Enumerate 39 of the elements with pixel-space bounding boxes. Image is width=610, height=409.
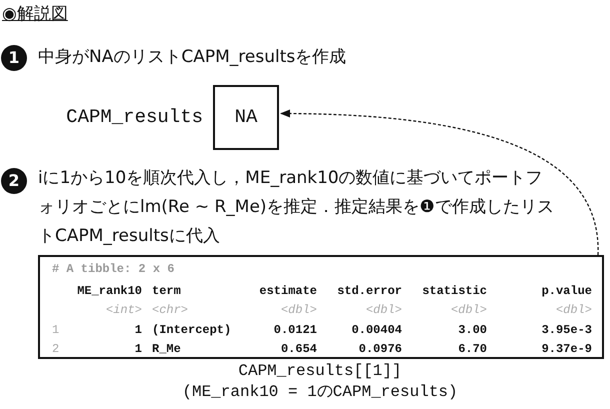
column-type: <dbl> — [450, 302, 487, 318]
table-cell: 6.70 — [458, 341, 487, 357]
table-cell: 3.95e-3 — [542, 322, 592, 338]
table-cell: 0.0121 — [274, 322, 317, 338]
column-header: estimate — [259, 283, 317, 299]
table-cell: 1 — [134, 322, 142, 338]
column-header: term — [152, 283, 181, 299]
table-cell: 3.00 — [458, 322, 487, 338]
dashed-arrow — [280, 110, 599, 256]
column-header: ME_rank10 — [77, 283, 142, 299]
step-description: iに1から10を順次代入し，ME_rank10の数値に基づいてポートフォリオごとにlm(Re ~ R_Me)を推定．推定結果を❶で作成したリストCAPM_resultsに代入 — [38, 167, 555, 248]
table-cell: R_Me — [152, 341, 181, 357]
table-caption: CAPM_results[[1]] — [237, 361, 403, 381]
column-type: <chr> — [152, 302, 188, 318]
row-number: 1 — [52, 322, 60, 338]
variable-name: CAPM_results — [66, 105, 203, 129]
table-cell: 0.654 — [280, 341, 317, 357]
step-number-badge: 1 — [1, 45, 27, 71]
column-type: <dbl> — [366, 302, 402, 318]
column-type: <dbl> — [556, 302, 592, 318]
diagram-title: ◉解説図 — [2, 3, 68, 25]
table-cell: 0.0976 — [358, 341, 402, 357]
column-type: <int> — [106, 302, 142, 318]
step-number-badge: 2 — [1, 168, 27, 194]
column-header: std.error — [337, 283, 402, 299]
table-caption: # A tibble: 2 x 6 — [52, 261, 174, 277]
column-type: <dbl> — [280, 302, 317, 318]
table-cell: (Intercept) — [152, 322, 232, 338]
table-cell: 1 — [134, 341, 142, 357]
table-cell: 9.37e-9 — [542, 341, 592, 357]
table-panel — [38, 255, 604, 359]
column-header: p.value — [542, 283, 592, 299]
table-cell: 0.00404 — [352, 322, 402, 338]
step-description: 中身がNAのリストCAPM_resultsを作成 — [38, 46, 348, 69]
row-number: 2 — [52, 341, 60, 357]
value-box — [213, 85, 279, 150]
column-header: statistic — [422, 283, 487, 299]
cell-value: NA — [234, 105, 258, 129]
table-caption: (ME_rank10 = 1のCAPM_results) — [181, 382, 459, 402]
